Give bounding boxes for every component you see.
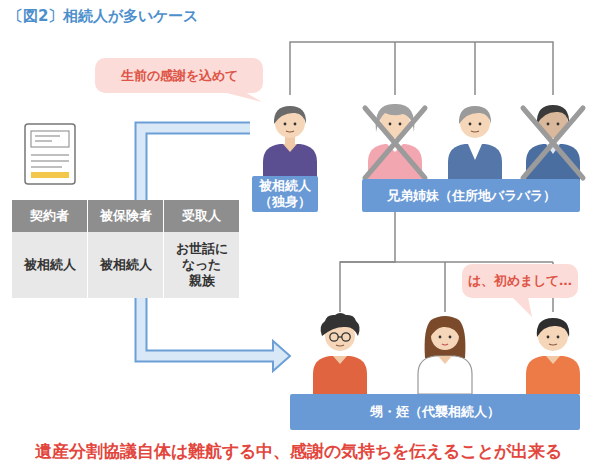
heir-group: 甥・姪（代襲相続人） — [290, 312, 580, 430]
cell-text: お世話に なった 親族 — [175, 241, 229, 290]
person-figure — [286, 131, 294, 132]
diagram-title: 〔図2〕相続人が多いケース — [8, 7, 198, 26]
person-figure — [263, 106, 317, 182]
cell-text: 被保険者 — [100, 208, 152, 225]
person-figure — [313, 356, 367, 394]
person-figure — [449, 336, 452, 339]
bubble-shape — [462, 264, 578, 318]
bubble-text-box: 生前の感謝を込めて — [95, 58, 263, 93]
document-icon — [25, 124, 75, 184]
person-figure — [294, 123, 297, 126]
person-figure — [549, 344, 557, 345]
table-header-cell: 被保険者 — [88, 200, 163, 232]
person-figure — [523, 105, 583, 182]
person-figure — [418, 316, 472, 394]
person-figure — [430, 320, 460, 338]
cell-text: 被相続人 — [100, 257, 152, 273]
connector — [141, 128, 290, 371]
document-icon — [25, 124, 75, 184]
person-figure — [439, 336, 442, 339]
person-figure — [438, 356, 452, 364]
bubble-text-box: は、初めまして… — [462, 264, 578, 298]
person-figure — [342, 333, 350, 341]
table-header-cell: 受取人 — [164, 200, 239, 232]
person-figure — [330, 333, 338, 341]
label-band: 甥・姪（代襲相続人） — [290, 394, 580, 430]
person-figure — [389, 123, 392, 126]
document-icon — [31, 131, 69, 147]
person-figure — [448, 144, 502, 182]
person-figure — [546, 356, 560, 364]
person-figure — [313, 313, 367, 394]
heir-group: 被相続人 （独身） — [250, 95, 320, 212]
band-text: 被相続人 （独身） — [252, 178, 318, 209]
person-figure — [526, 318, 580, 394]
speech-bubble: 生前の感謝を込めて — [95, 58, 263, 103]
bubble-text: は、初めまして… — [468, 272, 572, 290]
cell-text: 受取人 — [182, 208, 221, 225]
cell-text: 被相続人 — [24, 257, 76, 273]
label-band: 被相続人 （独身） — [252, 176, 318, 212]
person-figure — [479, 123, 482, 126]
person-figure — [557, 123, 560, 126]
person-figure — [537, 105, 569, 124]
person-figure — [442, 344, 448, 345]
document-icon — [31, 155, 69, 167]
label-band: 兄弟姉妹（住所地バラバラ） — [362, 179, 580, 212]
policy-table: 契約者 被保険者 受取人被相続人 被相続人 お世話に なった 親族 — [12, 200, 239, 298]
bubble-text: 生前の感謝を込めて — [121, 67, 238, 85]
bubble-body — [462, 264, 578, 298]
person-figure — [399, 123, 402, 126]
document-icon — [31, 172, 69, 178]
person-figure — [471, 131, 479, 132]
person-figure — [526, 356, 580, 394]
connector — [340, 212, 395, 312]
speech-bubble: は、初めまして… — [462, 264, 578, 318]
table-cell: お世話に なった 親族 — [164, 232, 239, 298]
person-figure — [333, 356, 347, 364]
tree-line — [290, 42, 553, 95]
person-figure — [459, 106, 491, 124]
person-figure — [469, 123, 472, 126]
bubble-tail — [223, 92, 262, 102]
person-figure — [284, 123, 287, 126]
person-figure — [338, 336, 342, 337]
band-text: 甥・姪（代襲相続人） — [370, 404, 500, 420]
person-figure — [547, 336, 550, 339]
person-figure — [336, 345, 344, 346]
table-cell: 被相続人 — [12, 232, 87, 298]
bubble-body — [95, 58, 263, 93]
person-figure — [557, 336, 560, 339]
bubble-tail — [512, 297, 532, 317]
person-figure — [365, 104, 425, 182]
cross-mark — [365, 108, 425, 178]
person-figure — [321, 313, 360, 336]
person-figure — [468, 144, 482, 160]
tree-line — [395, 42, 475, 95]
cross-mark — [523, 108, 583, 178]
person-figure — [547, 123, 550, 126]
person-figure — [537, 318, 569, 337]
person-figure — [274, 106, 306, 124]
table-header-cell: 契約者 — [12, 200, 87, 232]
diagram-caption: 遺産分割協議自体は難航する中、感謝の気持ちを伝えることが出来る — [0, 440, 597, 463]
table-cell: 被相続人 — [88, 232, 163, 298]
person-figure — [418, 356, 472, 394]
person-figure — [425, 316, 466, 358]
person-figure — [283, 144, 297, 152]
connector — [290, 42, 553, 95]
cell-text: 契約者 — [30, 208, 69, 225]
person-figure — [448, 106, 502, 182]
document-icon — [35, 136, 60, 141]
tree-line — [340, 212, 395, 312]
band-text: 兄弟姉妹（住所地バラバラ） — [387, 188, 556, 204]
heir-group: 兄弟姉妹（住所地バラバラ） — [362, 95, 580, 212]
